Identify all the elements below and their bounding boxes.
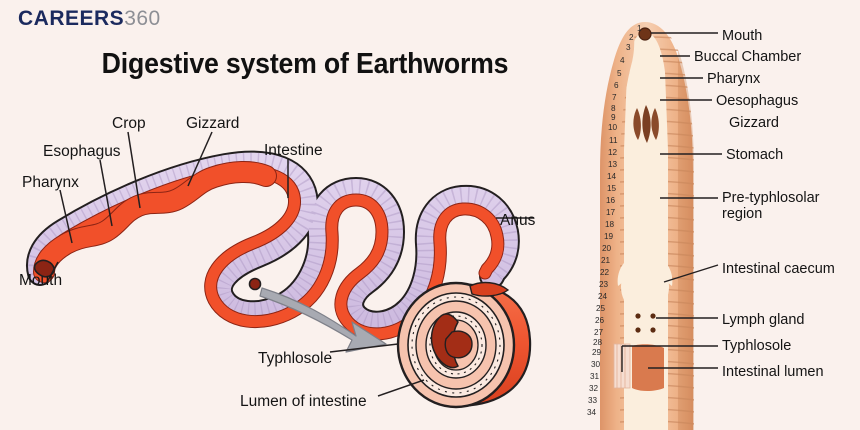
- label-left-crop: Crop: [112, 115, 146, 132]
- left-leader-lines: [45, 131, 534, 397]
- intestinal-lumen-shape: [444, 330, 473, 359]
- label-right-intestinal-lumen: Intestinal lumen: [722, 364, 824, 380]
- logo-primary-text: CAREERS: [18, 7, 125, 30]
- segment-number-26: 26: [595, 316, 605, 325]
- anterior-gut-region: [33, 161, 277, 283]
- segment-number-24: 24: [598, 292, 608, 301]
- segment-number-2: 2: [629, 33, 634, 42]
- cross-section-cylinder: [396, 281, 532, 409]
- segment-number-30: 30: [591, 360, 601, 369]
- section-marker-dot: [248, 277, 262, 291]
- logo-secondary-text: 360: [124, 7, 161, 30]
- segment-number-7: 7: [612, 93, 617, 102]
- segment-number-28: 28: [593, 338, 603, 347]
- segment-number-14: 14: [607, 172, 617, 181]
- segment-number-18: 18: [605, 220, 615, 229]
- intestinal-caeca: [617, 258, 673, 300]
- label-right-pharynx: Pharynx: [707, 71, 761, 87]
- segment-number-4: 4: [620, 56, 625, 65]
- page-title: Digestive system of Earthworms: [101, 48, 509, 80]
- segment-number-21: 21: [601, 256, 611, 265]
- segment-number-15: 15: [607, 184, 617, 193]
- label-left-esophagus: Esophagus: [43, 143, 121, 160]
- label-right-buccal-chamber: Buccal Chamber: [694, 49, 802, 65]
- label-right-pre-typhlosolar: Pre-typhlosolar region: [722, 190, 820, 223]
- label-section-typhlosole: Typhlosole: [258, 350, 333, 367]
- segment-number-23: 23: [599, 280, 609, 289]
- right-leader-lines: [621, 32, 722, 372]
- label-right-gizzard: Gizzard: [729, 115, 779, 131]
- villi-ticks: [411, 296, 501, 394]
- lymph-gland-dots: [635, 313, 656, 333]
- label-left-pharynx: Pharynx: [22, 174, 79, 191]
- label-left-gizzard: Gizzard: [186, 115, 240, 132]
- segment-number-31: 31: [590, 372, 600, 381]
- segment-number-1: 1: [637, 24, 642, 33]
- segment-number-22: 22: [600, 268, 610, 277]
- segment-number-9: 9: [611, 113, 616, 122]
- label-right-oesophagus: Oesophagus: [716, 93, 799, 109]
- segment-number-13: 13: [608, 160, 618, 169]
- label-section-lumen-of-intestine: Lumen of intestine: [240, 393, 367, 410]
- segment-number-10: 10: [608, 123, 618, 132]
- worm-anterior-body: [600, 22, 694, 430]
- label-right-stomach: Stomach: [726, 147, 784, 163]
- label-right-typhlosole: Typhlosole: [722, 338, 792, 354]
- careers360-logo: CAREERS360: [18, 8, 161, 29]
- segment-number-32: 32: [589, 384, 599, 393]
- segment-number-3: 3: [626, 43, 631, 52]
- segment-number-29: 29: [592, 348, 602, 357]
- segment-number-8: 8: [611, 104, 616, 113]
- segmentation-lines: [28, 152, 518, 335]
- segment-number-25: 25: [596, 304, 606, 313]
- segment-number-6: 6: [614, 81, 619, 90]
- segment-number-20: 20: [602, 244, 612, 253]
- label-left-anus: Anus: [500, 212, 536, 229]
- label-left-intestine: Intestine: [264, 142, 323, 159]
- segment-number-12: 12: [608, 148, 618, 157]
- gizzard-lobes: [633, 105, 659, 143]
- label-left-mouth: Mouth: [19, 272, 63, 289]
- mouth-opening-right: [638, 27, 652, 41]
- label-right-mouth: Mouth: [722, 28, 763, 44]
- segment-number-33: 33: [588, 396, 598, 405]
- segment-number-16: 16: [606, 196, 616, 205]
- segment-number-11: 11: [609, 136, 618, 145]
- segment-number-5: 5: [617, 69, 622, 78]
- segment-number-19: 19: [604, 232, 614, 241]
- segment-number-34: 34: [587, 408, 597, 417]
- label-right-intestinal-caecum: Intestinal caecum: [722, 261, 835, 277]
- label-right-lymph-gland: Lymph gland: [722, 312, 805, 328]
- segment-number-17: 17: [606, 208, 616, 217]
- segment-number-27: 27: [594, 328, 604, 337]
